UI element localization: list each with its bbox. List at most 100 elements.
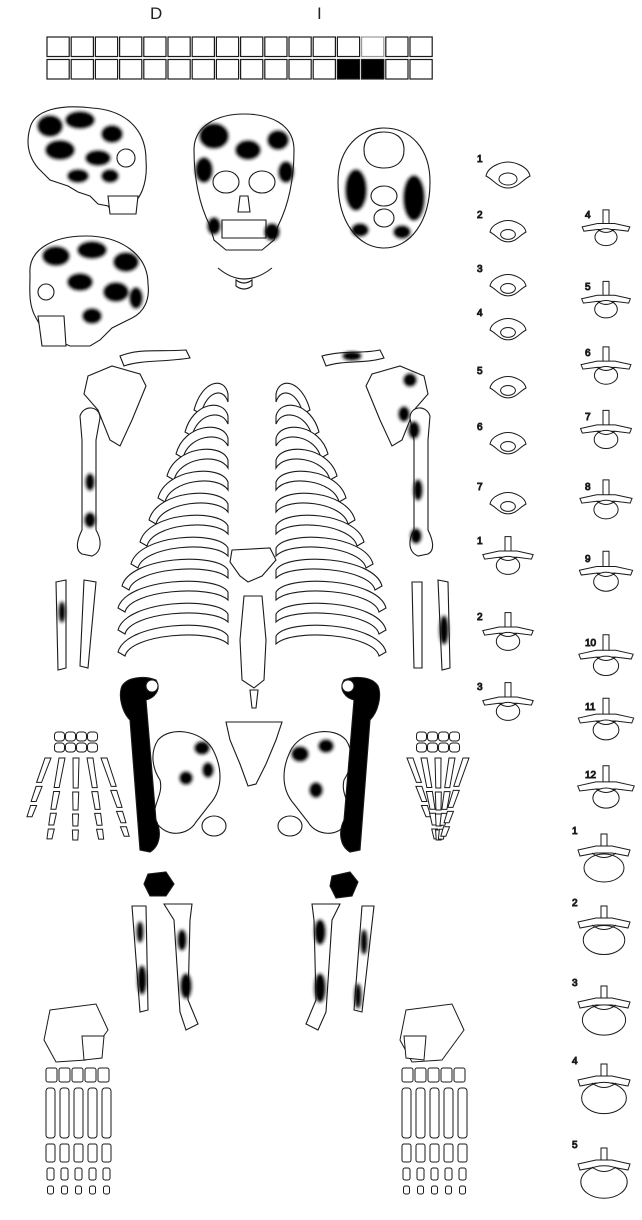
metatarsal [416, 1088, 425, 1138]
tarsal [59, 1068, 70, 1082]
phalanx [104, 1186, 110, 1194]
hand-bone [111, 790, 122, 807]
vertebral-body [595, 301, 618, 318]
phalanx [103, 1168, 110, 1180]
carpal [417, 732, 427, 741]
phalanx [416, 1144, 425, 1162]
spinous-process [603, 551, 609, 568]
hand-bone [97, 829, 104, 839]
vertebra-number: 1 [477, 154, 483, 165]
hand-bone [51, 792, 60, 810]
phalanx [417, 1168, 424, 1180]
skull-inferior [338, 128, 430, 248]
metatarsal [458, 1088, 467, 1138]
spinous-process [505, 613, 511, 629]
spinous-process [603, 698, 609, 716]
hand-bone [117, 811, 126, 822]
vertebra-number: 1 [477, 536, 483, 547]
phalanx [458, 1144, 467, 1162]
tooth-cell [337, 37, 359, 57]
vertebral-body [501, 386, 516, 396]
vertebral-body [594, 430, 618, 448]
spinous-process [603, 281, 609, 297]
vertebra-number: 1 [572, 826, 578, 837]
phalanx [62, 1186, 68, 1194]
metatarsal [102, 1088, 111, 1138]
tooth-cell [362, 37, 384, 57]
hand-bone [95, 813, 102, 825]
hand-bone [120, 827, 129, 836]
sacrum [226, 722, 282, 786]
tooth-cell [313, 37, 335, 57]
tooth-cell [337, 60, 359, 80]
hand-bone [421, 758, 432, 788]
hand-bone [416, 786, 427, 801]
carpal [55, 743, 65, 752]
tarsal [402, 1068, 413, 1082]
spinous-process [603, 347, 609, 363]
vertebra-number: 11 [585, 702, 596, 713]
carpal [66, 743, 76, 752]
vertebra-number: 4 [585, 210, 591, 221]
radius-right [56, 580, 66, 670]
vertebra-number: 6 [477, 422, 483, 433]
phalanx [404, 1186, 410, 1194]
carpal [450, 743, 460, 752]
dental-chart [47, 37, 432, 79]
hand-bone [101, 758, 116, 786]
skull-lateral-left [30, 236, 149, 346]
tooth-cell [95, 37, 117, 57]
tooth-cell [71, 60, 93, 80]
hand-bone [435, 792, 441, 810]
tooth-cell [144, 37, 166, 57]
hand-bone [54, 758, 65, 788]
spinous-process [603, 635, 609, 652]
phalanx [89, 1168, 96, 1180]
vertebral-body [584, 854, 624, 882]
tooth-cell [168, 37, 190, 57]
phalanx [61, 1168, 68, 1180]
carpal [428, 743, 438, 752]
vertebra-number: 4 [572, 1056, 578, 1067]
phalanx [459, 1168, 466, 1180]
rib [276, 625, 386, 656]
vertebral-body [501, 502, 516, 512]
vertebral-body [496, 632, 519, 650]
hand-bone [87, 758, 97, 788]
rib [118, 625, 228, 656]
carpal [77, 732, 87, 741]
carpal [66, 732, 76, 741]
metatarsal [74, 1088, 83, 1138]
ulna-right [80, 580, 96, 668]
hand-bone [31, 786, 42, 801]
hand-bone [441, 827, 450, 836]
spinous-process [603, 766, 609, 784]
phalanx [431, 1168, 438, 1180]
tooth-cell [120, 37, 142, 57]
vertebra-number: 3 [477, 682, 483, 693]
tooth-cell [47, 60, 69, 80]
metatarsal [402, 1088, 411, 1138]
carpal [88, 743, 98, 752]
manubrium [230, 548, 276, 582]
phalanx [76, 1186, 82, 1194]
tooth-cell [289, 60, 311, 80]
vertebra-number: 12 [585, 770, 597, 781]
tooth-cell [265, 37, 287, 57]
spinous-process [505, 537, 511, 553]
tooth-cell [241, 60, 263, 80]
phalanx [432, 1186, 438, 1194]
hand-bone [73, 792, 79, 810]
carpal [450, 732, 460, 741]
hand-bone [435, 758, 441, 788]
carpal [77, 743, 87, 752]
tooth-cell [386, 37, 408, 57]
metatarsal [46, 1088, 55, 1138]
spinous-process [505, 683, 511, 699]
tooth-cell [95, 60, 117, 80]
phalanx [60, 1144, 69, 1162]
vertebral-body [595, 229, 617, 246]
phalanx [460, 1186, 466, 1194]
vertebral-body [496, 556, 519, 574]
